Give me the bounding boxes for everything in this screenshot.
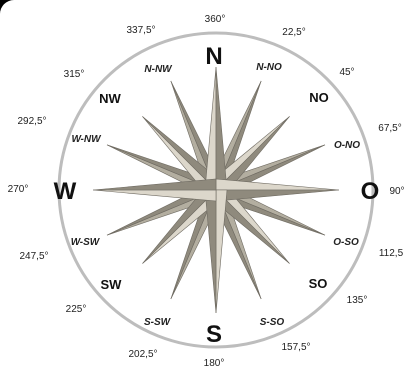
half-wind-label-o-no: O-NO: [334, 140, 360, 151]
degree-label-202-5: 202,5°: [128, 349, 157, 360]
degree-label-225: 225°: [66, 304, 87, 315]
degree-label-337-5: 337,5°: [126, 25, 155, 36]
degree-label-360: 360°: [205, 14, 226, 25]
cardinal-label-s: S: [206, 321, 222, 348]
half-wind-label-w-nw: W-NW: [71, 134, 102, 145]
degree-label-315: 315°: [64, 69, 85, 80]
degree-label-135: 135°: [347, 295, 368, 306]
degree-label-112-5: 112,5: [379, 248, 404, 259]
intercardinal-label-so: SO: [309, 276, 328, 291]
half-wind-label-s-so: S-SO: [260, 317, 285, 328]
degree-label-157-5: 157,5°: [281, 342, 310, 353]
degree-label-67-5: 67,5°: [378, 123, 401, 134]
degree-label-270: 270°: [8, 184, 29, 195]
intercardinal-label-sw: SW: [101, 277, 123, 292]
degree-label-292-5: 292,5°: [17, 116, 46, 127]
half-wind-label-s-sw: S-SW: [144, 317, 172, 328]
cardinal-label-n: N: [205, 43, 222, 70]
intercardinal-label-nw: NW: [99, 91, 121, 106]
half-wind-label-o-so: O-SO: [333, 237, 359, 248]
cardinal-label-o: O: [361, 178, 380, 205]
cardinal-label-w: W: [54, 178, 77, 205]
intercardinal-label-no: NO: [309, 90, 329, 105]
degree-label-180: 180°: [204, 358, 225, 369]
degree-label-90: 90°: [389, 186, 404, 197]
degree-label-45: 45°: [339, 67, 354, 78]
degree-label-247-5: 247,5°: [19, 251, 48, 262]
half-wind-label-n-no: N-NO: [256, 62, 282, 73]
half-wind-label-w-sw: W-SW: [71, 237, 101, 248]
half-wind-label-n-nw: N-NW: [144, 64, 173, 75]
degree-label-22-5: 22,5°: [282, 27, 305, 38]
